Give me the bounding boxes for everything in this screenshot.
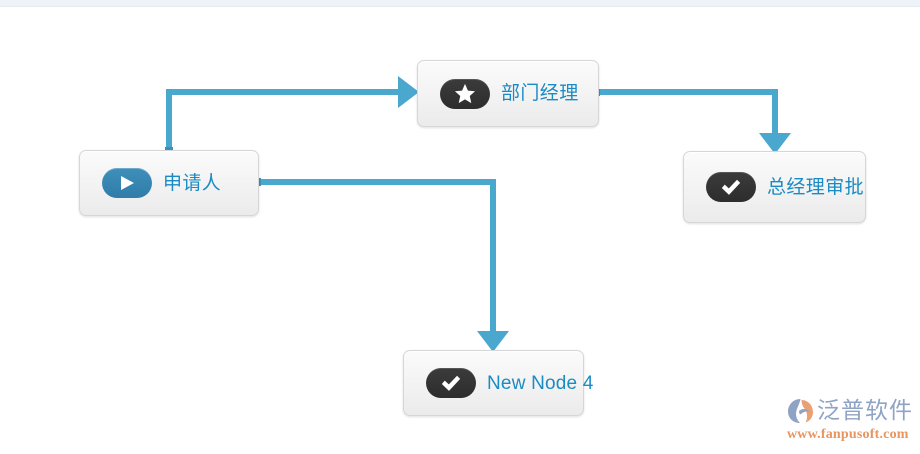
watermark-brand: 泛普软件 <box>817 397 913 424</box>
node-label: New Node 4 <box>487 372 594 394</box>
star-icon <box>440 78 490 109</box>
workflow-node-gm-approval[interactable]: 总经理审批 <box>683 151 866 223</box>
arrowhead-down-icon <box>477 331 509 352</box>
node-label: 总经理审批 <box>767 176 865 198</box>
workflow-node-applicant[interactable]: 申请人 <box>79 150 259 216</box>
edge-dept-manager-to-gm-approval[interactable] <box>594 89 791 154</box>
node-label: 申请人 <box>163 172 222 194</box>
top-band <box>0 0 920 7</box>
workflow-node-new-node-4[interactable]: New Node 4 <box>403 350 593 416</box>
edge-line <box>258 179 496 331</box>
play-icon <box>102 168 152 198</box>
edge-applicant-to-dept-manager[interactable] <box>165 76 419 153</box>
watermark-url: www.fanpusoft.com <box>787 427 909 442</box>
arrowhead-down-icon <box>759 133 791 154</box>
workflow-node-dept-manager[interactable]: 部门经理 <box>417 60 599 127</box>
edge-applicant-to-new-node-4[interactable] <box>254 178 509 352</box>
watermark: 泛普软件 www.fanpusoft.com <box>786 396 916 446</box>
edge-line <box>166 89 398 151</box>
arrowhead-right-icon <box>398 76 419 108</box>
node-label: 部门经理 <box>501 83 579 104</box>
edge-line <box>598 89 778 133</box>
check-icon <box>426 368 476 398</box>
fanpu-logo-icon <box>786 397 816 425</box>
check-icon <box>706 172 756 202</box>
